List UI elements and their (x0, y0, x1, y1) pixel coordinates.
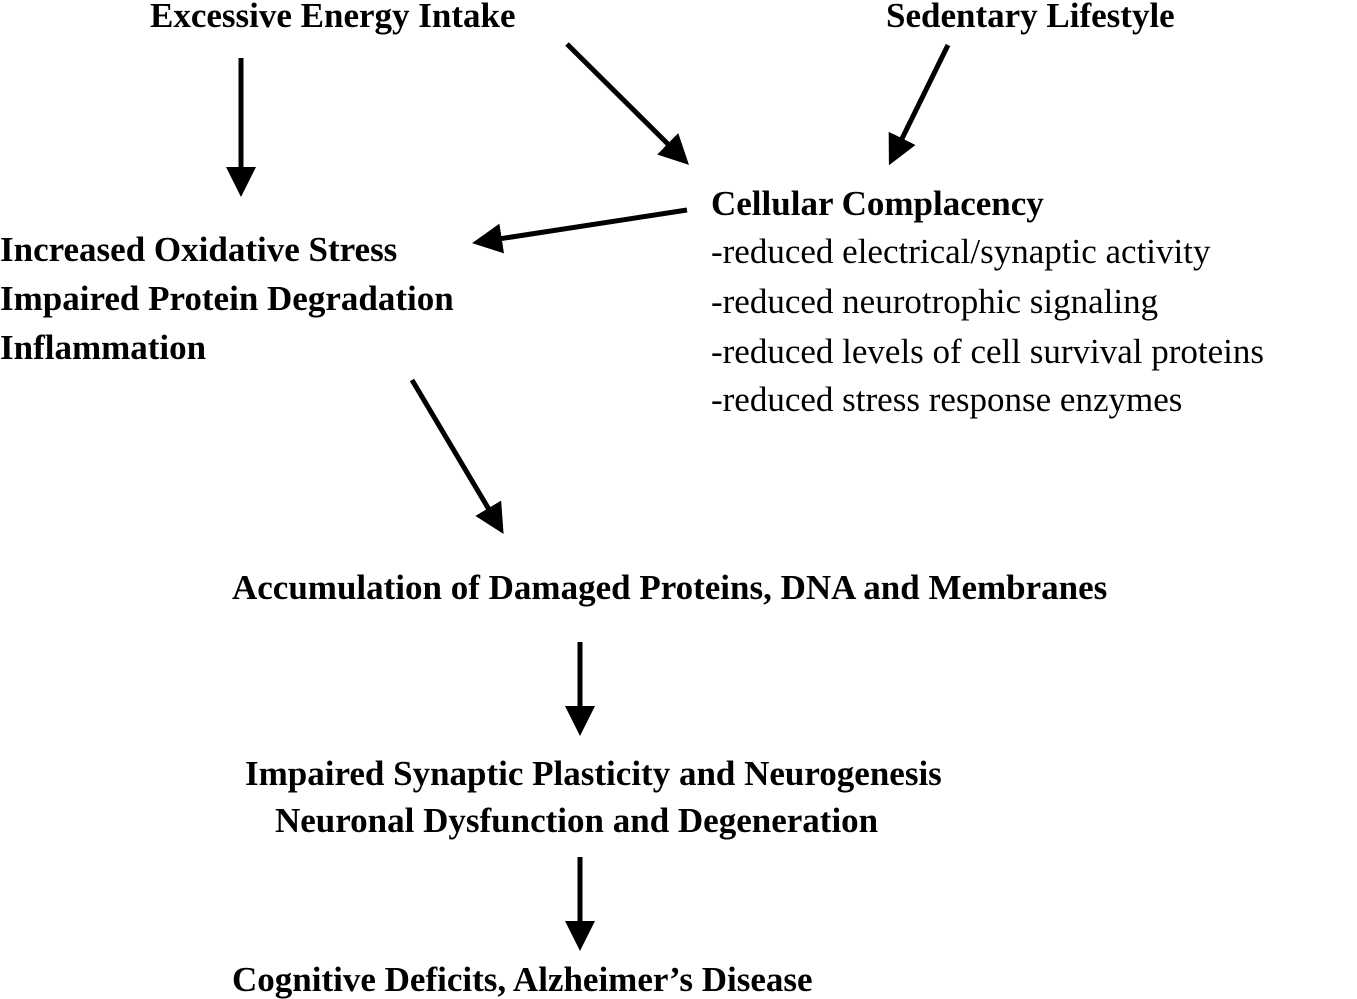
node-synaptic-plasticity: Impaired Synaptic Plasticity and Neuroge… (245, 754, 942, 793)
node-inflammation: Inflammation (0, 328, 207, 367)
arrow-stress-to-accumulation (409, 378, 504, 535)
node-outcome: Cognitive Deficits, Alzheimer’s Disease (232, 960, 813, 999)
complacency-item: -reduced stress response enzymes (711, 380, 1183, 419)
complacency-item: -reduced neurotrophic signaling (711, 282, 1159, 321)
arrow-energy-to-complacency (565, 42, 689, 165)
arrow-sedentary-to-complacency (888, 43, 951, 166)
node-cellular-complacency-title: Cellular Complacency (711, 184, 1044, 223)
complacency-item: -reduced electrical/synaptic activity (711, 232, 1211, 271)
node-oxidative-stress: Increased Oxidative Stress (0, 230, 398, 269)
arrow-complacency-to-stress (472, 207, 688, 254)
node-protein-degradation: Impaired Protein Degradation (0, 279, 454, 318)
complacency-item: -reduced levels of cell survival protein… (711, 332, 1264, 371)
node-accumulation: Accumulation of Damaged Proteins, DNA an… (232, 568, 1108, 607)
node-sedentary-lifestyle: Sedentary Lifestyle (886, 0, 1175, 35)
node-neuronal-dysfunction: Neuronal Dysfunction and Degeneration (275, 801, 879, 840)
node-excessive-energy-intake: Excessive Energy Intake (150, 0, 516, 35)
